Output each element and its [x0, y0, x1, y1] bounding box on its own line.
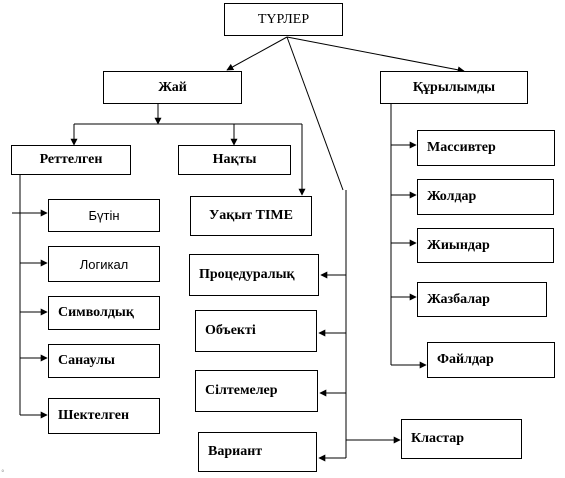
- node-simple: Жай: [103, 71, 242, 104]
- node-procedural: Процедуралық: [189, 254, 319, 296]
- node-time: Уақыт TIME: [190, 196, 312, 236]
- node-ordinal: Реттелген: [11, 145, 131, 175]
- edge-root-simple: [226, 36, 288, 71]
- node-structured: Құрылымды: [380, 71, 528, 104]
- edge-root-structured: [286, 36, 465, 74]
- node-sets: Жиындар: [417, 228, 554, 263]
- node-restricted: Шектелген: [48, 398, 160, 434]
- node-records: Жазбалар: [417, 282, 547, 317]
- node-references: Сілтемелер: [195, 370, 318, 412]
- edge-root-cluster-diagonal: [286, 36, 344, 191]
- node-classes: Кластар: [401, 419, 522, 459]
- node-time-label: Уақыт TIME: [209, 208, 293, 223]
- node-symbolic: Символдық: [48, 296, 160, 330]
- node-variant: Вариант: [198, 432, 317, 472]
- node-integer: Бүтін: [48, 199, 160, 232]
- node-real: Нақты: [178, 145, 291, 175]
- node-files: Файлдар: [427, 342, 555, 378]
- node-strings: Жолдар: [417, 179, 554, 215]
- node-root: ТҮРЛЕР: [224, 3, 343, 36]
- svg-text:°: °: [1, 469, 5, 477]
- node-enumerated: Санаулы: [48, 344, 160, 378]
- node-arrays: Массивтер: [417, 130, 555, 166]
- node-logical: Логикал: [48, 246, 160, 282]
- node-object: Объекті: [195, 310, 317, 352]
